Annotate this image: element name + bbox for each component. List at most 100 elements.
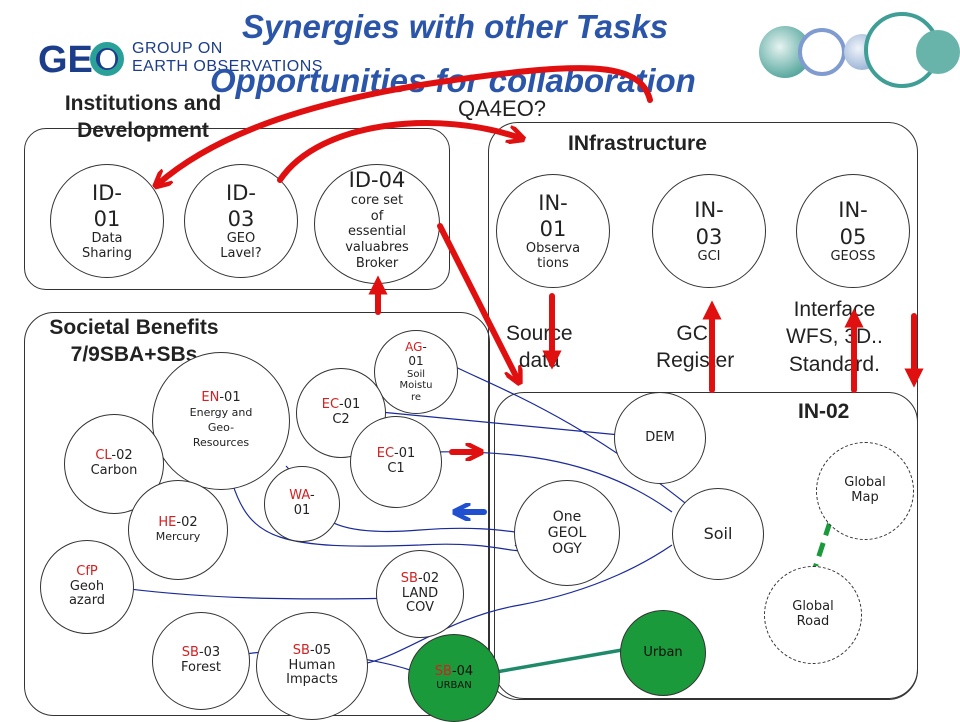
institutions-heading-line2: Development [77,119,209,143]
node-he02-rest: -02 [176,515,198,531]
node-in03-desc: GCI [697,248,721,264]
node-id01: ID- 01 Data Sharing [50,164,164,278]
link-sb05-soil [329,544,673,666]
node-ag01: AG- 01 Soil Moistu re [374,330,458,414]
node-ag01-desc: Soil Moistu re [399,368,433,403]
node-ec01c2-desc: C2 [332,412,350,427]
node-ag01-rest: - 01 [408,339,427,368]
node-wa01: WA- 01 [264,466,340,542]
node-sb03-rest: -03 [198,645,221,661]
in02-box [494,392,918,699]
node-en01: EN-01 Energy and Geo- Resources [152,352,290,490]
link-ec01c2-dem [379,411,621,436]
node-in03: IN- 03 GCI [652,174,766,288]
node-global-map: Global Map [816,442,914,540]
node-he02-desc: Mercury [155,530,201,544]
societal-box [24,312,490,716]
title-line1: Synergies with other Tasks [242,8,669,45]
logo-line2: EARTH OBSERVATIONS [132,58,323,75]
node-en01-pre: EN [201,390,220,406]
institutions-box [24,128,450,290]
geo-logo-mark-icon: GEO [38,39,124,78]
node-soil: Soil [672,488,764,580]
qa4eo-label: QA4EO? [458,96,547,121]
arrow-id03-to-infra [277,120,520,183]
node-cl02-rest: -02 [111,448,133,464]
label-interface-line2: WFS, 3D.. [786,325,883,349]
node-ec01c2-pre: EC [321,397,340,413]
infrastructure-heading: INfrastructure [568,132,707,155]
node-cfp-pre: CfP [76,563,98,579]
node-sb05: SB-05 Human Impacts [256,612,368,720]
node-in03-code: IN- 03 [694,198,724,249]
link-cfp-sb02 [99,584,403,600]
node-ec01-c1: EC-01 C1 [350,416,442,508]
node-ec01c1-rest: -01 [394,446,416,462]
node-sb05-rest: -05 [309,642,332,658]
node-cfp-desc: Geoh azard [68,578,106,609]
node-sb03: SB-03 Forest [152,612,250,710]
node-id04-desc: core set of essential valuabres Broker [345,193,409,271]
link-en01-geology [231,481,520,552]
node-ag01-pre: AG [405,339,423,354]
infrastructure-box [488,122,918,700]
node-sb04-rest: -04 [451,663,474,679]
label-source-line1: Source [506,322,573,345]
arrow-id04-to-in02 [437,223,518,380]
node-id03-code: ID- 03 [226,180,256,232]
node-sb04-desc: URBAN [436,679,472,691]
in02-heading: IN-02 [798,400,850,423]
institutions-heading: Institutions and Development [32,90,254,145]
societal-heading: Societal Benefits 7/9SBA+SBs [18,314,250,369]
node-in01: IN- 01 Observa tions [496,174,610,288]
node-ec01c1-pre: EC [376,446,395,462]
node-cl02-desc: Carbon [90,463,138,478]
logo-text: GROUP ON EARTH OBSERVATIONS [132,40,323,75]
node-en01-rest: -01 [219,390,241,406]
decorative-circles [759,12,960,88]
node-in05: IN- 05 GEOSS [796,174,910,288]
node-ec01c2-rest: -01 [339,397,361,413]
node-sb03-pre: SB [181,645,199,661]
node-id04-code: ID-04 [348,168,406,192]
node-dem: DEM [614,392,706,484]
logo-line1: GROUP ON [132,40,223,58]
node-sb03-desc: Forest [181,660,221,675]
node-sb05-pre: SB [292,642,310,658]
geo-logo: GEO GROUP ON EARTH OBSERVATIONS [38,38,323,78]
node-id03: ID- 03 GEO Lavel? [184,164,298,278]
node-geology: One GEOL OGY [514,480,620,586]
node-sb05-desc: Human Impacts [286,657,338,688]
node-sb02-desc: LAND COV [401,585,439,616]
node-cfp: CfP Geoh azard [40,540,134,634]
link-sb04-urban [495,648,623,674]
label-interface-line3: Standard. [788,352,880,376]
node-he02: HE-02 Mercury [128,480,228,580]
node-sb02-rest: -02 [417,570,440,586]
societal-heading-line1: Societal Benefits [49,316,219,339]
label-gci-line1: GCI [676,322,714,345]
node-sb02: SB-02 LAND COV [376,550,464,638]
node-he02-pre: HE [158,515,177,531]
node-global-road: Global Road [764,566,862,664]
institutions-heading-line1: Institutions and [64,92,222,115]
node-in05-code: IN- 05 [838,198,868,249]
node-cl02-pre: CL [95,448,112,464]
node-urban: Urban [620,610,706,696]
societal-heading-line2: 7/9SBA+SBs [70,343,198,367]
node-id01-desc: Data Sharing [82,231,132,262]
link-globalmap-globalroad [812,521,833,569]
arrow-to-id01 [158,65,653,184]
node-in01-code: IN- 01 [538,190,568,242]
node-in05-desc: GEOSS [830,248,876,264]
node-wa01-pre: WA [289,488,311,504]
node-en01-desc: Energy and Geo- Resources [189,406,253,449]
node-in01-desc: Observa tions [525,241,581,272]
node-sb04-pre: SB [434,663,452,679]
node-sb02-pre: SB [400,570,418,586]
node-id01-code: ID- 01 [92,180,122,232]
node-ec01c1-desc: C1 [387,461,405,476]
node-wa01-rest: - 01 [293,488,315,518]
node-id03-desc: GEO Lavel? [220,231,262,262]
